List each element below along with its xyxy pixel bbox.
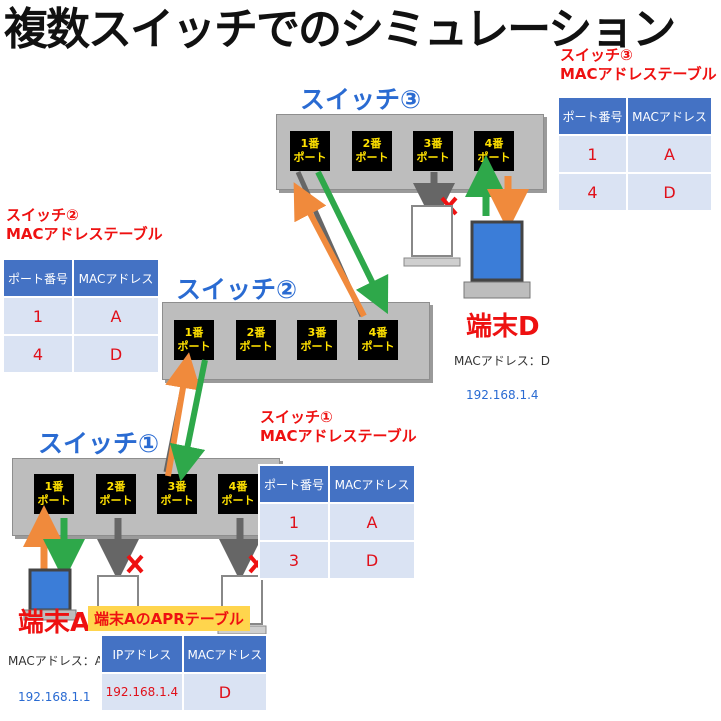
arrow-orange-s2-to-s3: [293, 182, 367, 318]
apr-table-title: 端末AのAPRテーブル: [88, 606, 250, 631]
switch-2-label: スイッチ②: [176, 275, 298, 304]
page-title: 複数スイッチでのシミュレーション: [4, 4, 676, 55]
arrow-green-s2-to-s1: [169, 359, 208, 482]
table-header: IPアドレス: [100, 634, 184, 674]
arrow-green-s3-to-s2: [315, 170, 389, 315]
terminal-d-ip: 192.168.1.4: [466, 388, 539, 402]
switch-3-port-1: 1番ポート: [290, 131, 330, 171]
terminal-a-mac: MACアドレス：A: [8, 654, 103, 668]
switch-2-port-3: 3番ポート: [297, 320, 337, 360]
table-header: MACアドレス: [626, 96, 713, 136]
table-header: MACアドレス: [327, 464, 417, 504]
laptop-icon: [463, 220, 531, 299]
switch-3-port-3: 3番ポート: [413, 131, 453, 171]
terminal-a-ip: 192.168.1.1: [18, 690, 91, 704]
switch-3-label: スイッチ③: [300, 85, 422, 114]
table-header: MACアドレス: [181, 634, 269, 674]
switch-1-port-2: 2番ポート: [96, 474, 136, 514]
laptop-icon: [23, 568, 77, 621]
switch-3-port-2: 2番ポート: [352, 131, 392, 171]
table-header: ポート番号: [556, 96, 629, 136]
switch-2-port-4: 4番ポート: [358, 320, 398, 360]
switch-1-label: スイッチ①: [38, 429, 160, 458]
table-header: ポート番号: [258, 464, 330, 504]
terminal-a-label: 端末A: [18, 608, 91, 638]
switch-1-port-4: 4番ポート: [218, 474, 258, 514]
laptop-icon: [403, 205, 461, 267]
table-header: ポート番号: [2, 258, 74, 298]
table-header: MACアドレス: [71, 258, 161, 298]
switch-2-port-2: 2番ポート: [236, 320, 276, 360]
terminal-d-label: 端末D: [466, 312, 540, 342]
terminal-d-mac: MACアドレス：D: [454, 354, 550, 368]
